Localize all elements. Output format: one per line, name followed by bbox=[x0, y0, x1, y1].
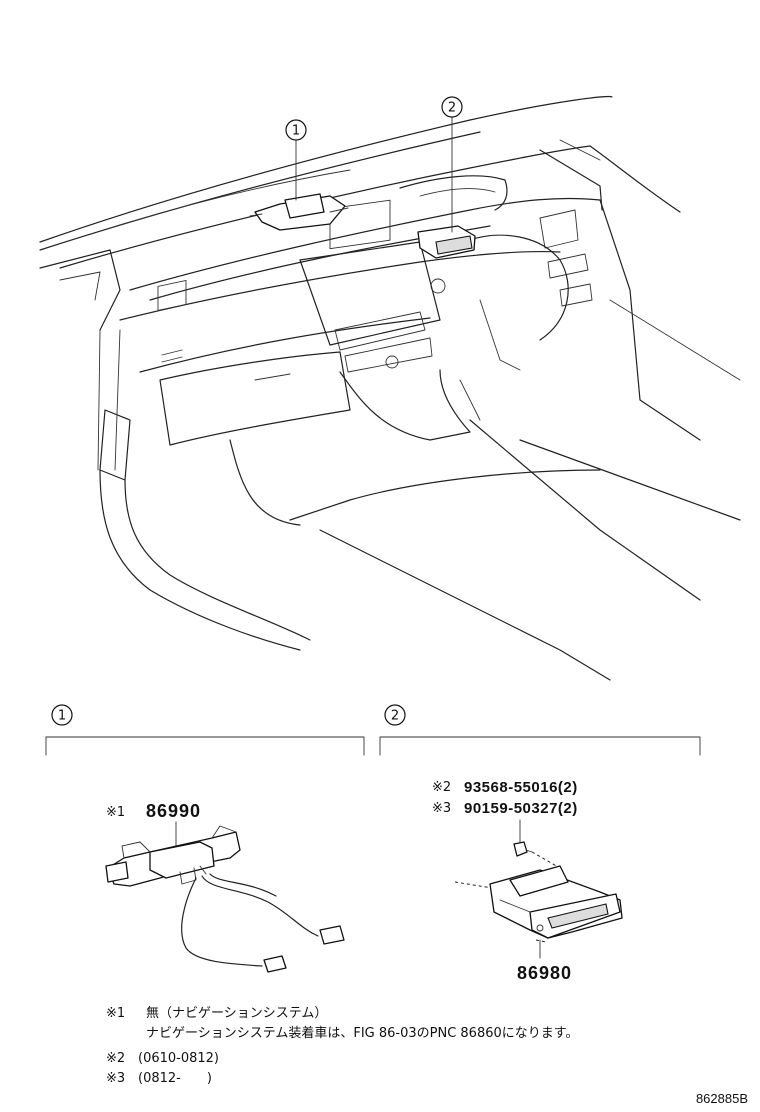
note-2-text: (0610-0812) bbox=[138, 1051, 220, 1066]
part-86990-number: 86990 bbox=[146, 801, 201, 821]
note-1-line1: 無（ナビゲーションシステム） bbox=[146, 1006, 328, 1021]
section-1-bracket bbox=[45, 736, 365, 756]
note-3-mark: ※3 bbox=[106, 1071, 126, 1086]
section-2: 2 ※2 93568-55016(2) ※3 90159-50327(2) 86… bbox=[379, 704, 701, 983]
figure-id: 862885B bbox=[695, 1091, 748, 1106]
screw-mark-2: ※2 bbox=[432, 780, 451, 795]
part-86990-mark: ※1 bbox=[106, 805, 125, 820]
callout-1-top: 1 bbox=[285, 119, 307, 141]
section-2-bracket bbox=[379, 736, 701, 756]
note-1-mark: ※1 bbox=[106, 1006, 126, 1021]
screw-drawing bbox=[513, 841, 533, 857]
note-3-text: (0812- ) bbox=[138, 1071, 212, 1086]
screw-part-2: 93568-55016(2) bbox=[464, 779, 578, 796]
callout-1-section bbox=[51, 704, 73, 726]
svg-text:1: 1 bbox=[292, 124, 300, 139]
screw-part-3: 90159-50327(2) bbox=[464, 800, 578, 817]
section-1: 1 ※1 86990 bbox=[45, 704, 365, 973]
svg-text:2: 2 bbox=[448, 101, 456, 116]
callout-2-section bbox=[384, 704, 406, 726]
part-86990-drawing bbox=[105, 825, 345, 973]
part-2-location bbox=[417, 225, 476, 259]
part-86980-number: 86980 bbox=[517, 963, 572, 983]
callout-2-top: 2 bbox=[441, 96, 463, 118]
part-1-location bbox=[249, 193, 349, 231]
note-2-mark: ※2 bbox=[106, 1051, 126, 1066]
part-86980-drawing bbox=[489, 865, 623, 939]
screw-mark-3: ※3 bbox=[432, 801, 451, 816]
callout-1-label: 1 bbox=[58, 709, 66, 724]
assembly-guides bbox=[454, 851, 561, 943]
note-1-line2: ナビゲーションシステム装着車は、FIG 86-03のPNC 86860になります… bbox=[146, 1026, 579, 1041]
callout-2-label: 2 bbox=[391, 709, 399, 724]
dashboard-illustration bbox=[39, 96, 741, 681]
